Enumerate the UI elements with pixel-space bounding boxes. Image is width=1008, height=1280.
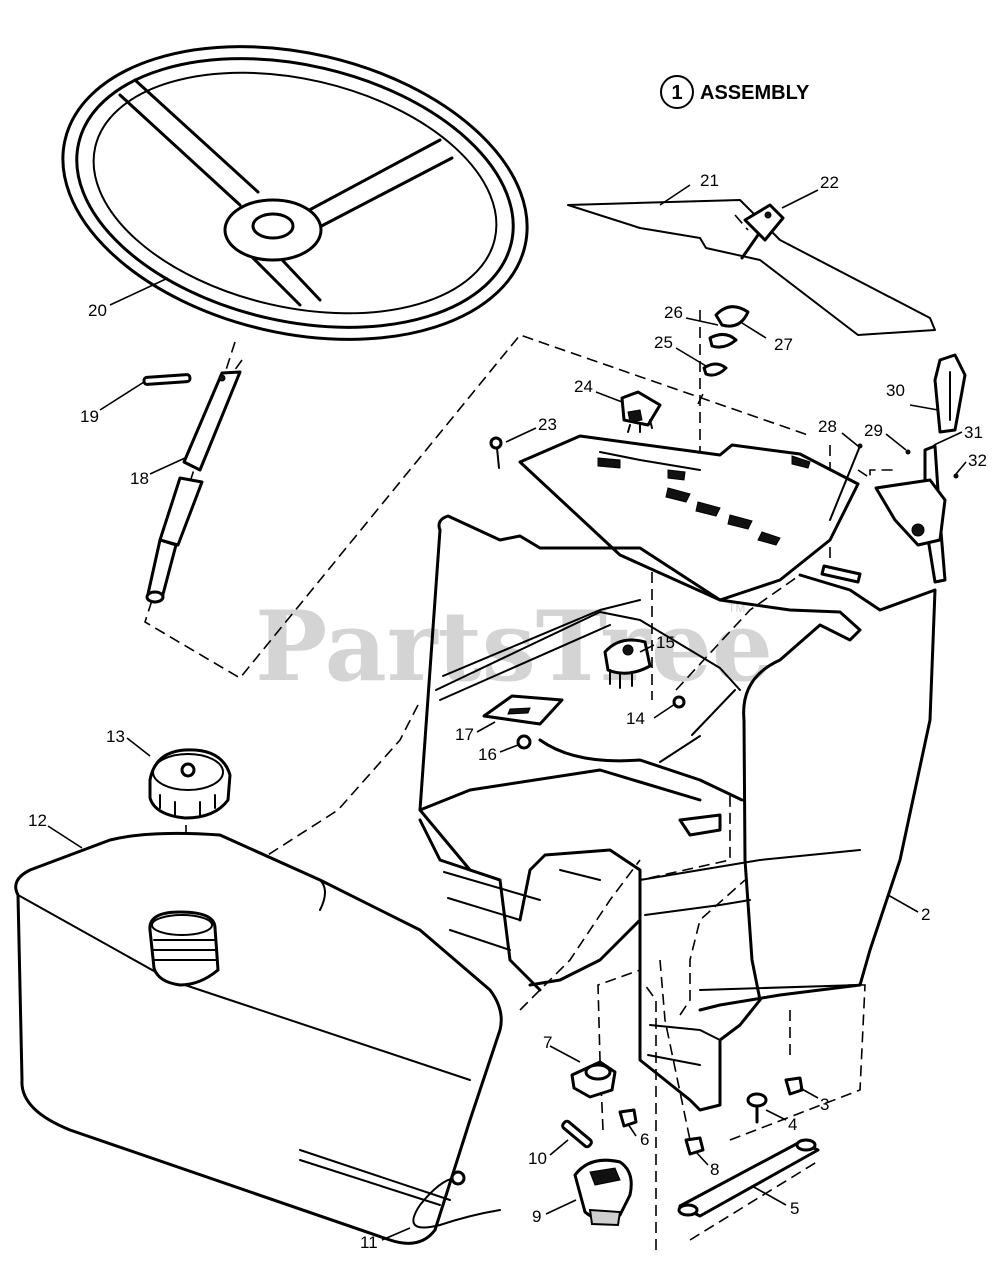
callout-15: 15	[656, 633, 675, 652]
assembly-label: ASSEMBLY	[700, 82, 810, 104]
dash-console	[418, 434, 937, 1112]
callout-20: 20	[88, 301, 107, 320]
callout-14: 14	[626, 709, 645, 728]
switch	[620, 390, 662, 433]
callout-26: 26	[664, 303, 683, 322]
callout-13: 13	[106, 727, 125, 746]
callout-19: 19	[80, 407, 99, 426]
callout-2: 2	[921, 905, 930, 924]
callout-18: 18	[130, 469, 149, 488]
callout-11: 11	[360, 1233, 378, 1252]
throttle-assembly	[874, 353, 967, 584]
pin	[829, 443, 863, 521]
bolt	[746, 1092, 768, 1124]
ignition-key	[702, 203, 785, 377]
fuel-cap	[148, 748, 232, 820]
assembly-number: 1	[671, 82, 682, 104]
ignition-switch	[603, 638, 652, 689]
steering-wheel	[61, 45, 529, 341]
strap	[677, 1138, 820, 1218]
assembly-header: 1 ASSEMBLY	[660, 75, 810, 109]
callout-4: 4	[788, 1115, 797, 1134]
assembly-circle	[660, 75, 694, 109]
nut	[684, 1136, 705, 1156]
steering-shaft	[145, 370, 242, 604]
callout-5: 5	[790, 1199, 799, 1218]
screw	[489, 436, 503, 469]
nut	[784, 1076, 804, 1096]
callout-10: 10	[528, 1149, 547, 1168]
callout-7: 7	[543, 1033, 552, 1052]
ignition-switch	[573, 1158, 633, 1227]
fuel-tank	[14, 831, 503, 1245]
callout-22: 22	[820, 173, 839, 192]
switch	[570, 1060, 617, 1099]
callout-labels: 20 19 18 21 22 26 27 25 24 23 28 29 30 3…	[28, 171, 987, 1252]
pin	[561, 1119, 593, 1149]
callout-9: 9	[532, 1207, 541, 1226]
nut	[618, 1108, 638, 1128]
callout-3: 3	[820, 1095, 829, 1114]
nut	[659, 689, 736, 763]
bracket-plate	[482, 694, 564, 750]
callout-28: 28	[818, 417, 837, 436]
callout-16: 16	[478, 745, 497, 764]
callout-21: 21	[700, 171, 719, 190]
callout-29: 29	[864, 421, 883, 440]
roll-pin	[142, 373, 192, 386]
callout-27: 27	[774, 335, 793, 354]
callout-12: 12	[28, 811, 47, 830]
callout-32: 32	[968, 451, 987, 470]
callout-17: 17	[455, 725, 474, 744]
callout-6: 6	[640, 1130, 649, 1149]
callout-24: 24	[574, 377, 593, 396]
callout-31: 31	[964, 423, 983, 442]
leader-lines	[47, 184, 967, 1241]
callout-8: 8	[710, 1160, 719, 1179]
callout-30: 30	[886, 381, 905, 400]
wire	[412, 1170, 501, 1229]
callout-23: 23	[538, 415, 557, 434]
callout-25: 25	[654, 333, 673, 352]
